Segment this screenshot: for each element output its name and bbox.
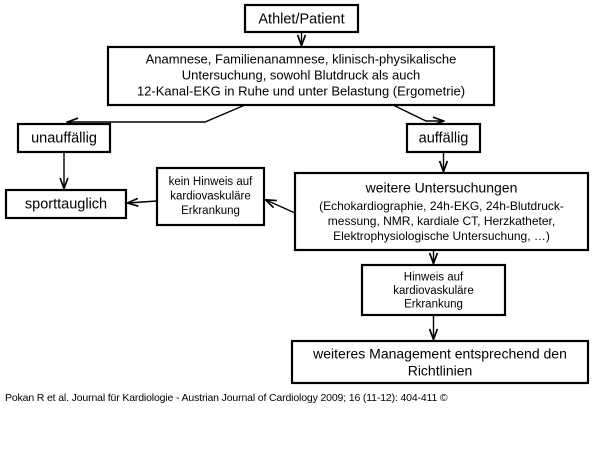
node-no-cv-disease[interactable]: kein Hinweis auf kardiovaskuläre Erkrank… xyxy=(155,166,266,227)
node-athlete-patient[interactable]: Athlet/Patient xyxy=(243,3,360,34)
node-unremarkable-label: unauffällig xyxy=(31,130,97,146)
node-management-line2: Richtlinien xyxy=(408,363,473,379)
node-cv-disease-evidence-line1: Hinweis auf xyxy=(404,272,464,284)
node-management[interactable]: weiteres Management entsprechend den Ric… xyxy=(290,339,590,385)
node-further-tests-heading: weitere Untersuchungen xyxy=(365,180,518,196)
node-unremarkable[interactable]: unauffällig xyxy=(16,122,112,154)
node-abnormal-label: auffällig xyxy=(419,130,469,146)
node-cv-disease-evidence-line2: kardiovaskuläre xyxy=(393,285,474,297)
node-fit-for-sport-label: sporttauglich xyxy=(25,196,107,212)
node-athlete-patient-label: Athlet/Patient xyxy=(258,11,344,27)
node-no-cv-disease-line3: Erkrankung xyxy=(181,205,240,217)
connector-assessment-to-abnormal xyxy=(392,104,443,121)
connector-further-tests-to-no-evidence xyxy=(266,200,296,214)
node-further-tests-line1: (Echokardiographie, 24h-EKG, 24h-Blutdru… xyxy=(319,199,564,213)
node-no-cv-disease-line1: kein Hinweis auf xyxy=(169,176,254,188)
node-cv-disease-evidence[interactable]: Hinweis auf kardiovaskuläre Erkrankung xyxy=(360,263,507,317)
node-fit-for-sport[interactable]: sporttauglich xyxy=(4,188,128,220)
connector-assessment-to-normal xyxy=(68,104,246,122)
node-further-tests-line3: Elektrophysiologische Untersuchung, …) xyxy=(333,229,550,243)
node-further-tests[interactable]: weitere Untersuchungen (Echokardiographi… xyxy=(293,171,590,252)
node-abnormal[interactable]: auffällig xyxy=(405,122,482,154)
connector-no-evidence-to-fit xyxy=(128,201,158,203)
source-caption: Pokan R et al. Journal für Kardiologie -… xyxy=(5,392,448,404)
node-assessment-line3: 12-Kanal-EKG in Ruhe und unter Belastung… xyxy=(137,83,465,98)
node-further-tests-line2: messung, NMR, kardiale CT, Herzkatheter, xyxy=(328,214,555,228)
node-assessment-line1: Anamnese, Familienanamnese, klinisch-phy… xyxy=(146,51,457,66)
node-assessment-line2: Untersuchung, sowohl Blutdruck als auch xyxy=(182,67,420,82)
node-management-line1: weiteres Management entsprechend den xyxy=(312,346,567,362)
node-no-cv-disease-line2: kardiovaskuläre xyxy=(170,191,251,203)
node-cv-disease-evidence-line3: Erkrankung xyxy=(404,299,463,311)
node-assessment[interactable]: Anamnese, Familienanamnese, klinisch-phy… xyxy=(106,45,496,107)
